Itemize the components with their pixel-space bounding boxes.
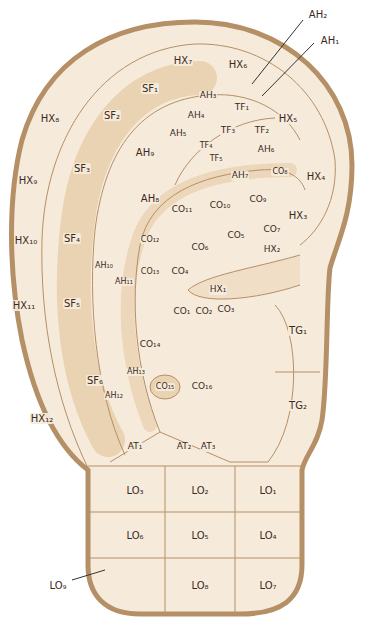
region-code: LO₅ [190, 530, 209, 541]
region-code: CO₁₅ [155, 383, 175, 392]
region-code: SF₁ [141, 83, 159, 94]
region-code: CO₁₃ [140, 268, 160, 277]
region-code: LO₆ [125, 530, 144, 541]
tragus-divider [275, 372, 320, 373]
region-code: SF₄ [63, 233, 81, 244]
region-code: AH₄ [187, 111, 206, 121]
region-code: AT₃ [200, 442, 217, 452]
region-code: CO₄ [171, 267, 190, 277]
callout-label: AH₁ [320, 35, 340, 46]
region-code: TF₁ [234, 103, 250, 113]
region-code: LO₁ [258, 485, 277, 496]
concha-circle [150, 375, 180, 399]
region-code: AH₆ [257, 145, 276, 155]
scapha-boundary [93, 95, 300, 455]
region-code: LO₈ [190, 580, 209, 591]
region-code: CO₁ [173, 307, 192, 317]
helix-boundary [42, 44, 336, 468]
region-code: HX₄ [306, 171, 326, 182]
region-code: TG₂ [288, 400, 308, 411]
leader-line [262, 43, 314, 96]
region-code: CO₇ [263, 225, 282, 235]
region-code: HX₁₁ [12, 300, 36, 311]
region-code: HX₁ [209, 285, 228, 295]
region-code: TF₃ [220, 126, 236, 136]
region-code: AH₁₁ [114, 278, 134, 287]
region-code: TF₂ [254, 126, 270, 136]
region-code: CO₁₄ [139, 340, 162, 350]
region-code: CO₆ [191, 243, 210, 253]
region-code: AH₁₂ [104, 392, 124, 401]
region-code: SF₃ [73, 163, 91, 174]
helix-crus [188, 255, 300, 299]
region-code: AH₇ [231, 171, 250, 181]
region-code: HX₉ [18, 175, 38, 186]
antitragus [110, 432, 268, 462]
region-code: CO₁₆ [191, 382, 214, 392]
region-code: HX₇ [173, 55, 193, 66]
ear-outline [12, 22, 353, 614]
region-code: HX₁₀ [14, 235, 38, 246]
region-code: AH₅ [169, 129, 188, 139]
region-code: HX₁₂ [30, 413, 54, 424]
region-code: CO₃ [217, 305, 236, 315]
region-code: AH₁₀ [94, 262, 114, 271]
region-code: SF₆ [86, 375, 104, 386]
region-code: AH₁₃ [126, 368, 146, 377]
region-code: HX₂ [263, 245, 282, 255]
region-code: CO₁₂ [140, 236, 160, 245]
region-code: AT₂ [176, 442, 193, 452]
region-code: HX₆ [228, 59, 248, 70]
region-code: CO₁₁ [171, 205, 194, 215]
antihelix-boundary [135, 170, 305, 432]
leader-line [72, 570, 105, 580]
region-code: AT₁ [127, 442, 144, 452]
region-code: LO₂ [190, 485, 209, 496]
region-code: SF₂ [103, 110, 121, 121]
region-code: HX₈ [40, 113, 60, 124]
region-code: HX₅ [278, 113, 298, 124]
leader-line [252, 20, 303, 84]
region-code: AH₉ [135, 147, 155, 158]
region-code: SF₅ [63, 298, 81, 309]
region-code: CO₅ [227, 231, 246, 241]
region-code: CO₉ [249, 195, 268, 205]
region-code: CO₈ [271, 168, 288, 177]
region-code: LO₇ [258, 580, 277, 591]
region-code: AH₃ [199, 91, 218, 101]
region-code: AH₈ [140, 193, 160, 204]
region-code: LO₄ [258, 530, 277, 541]
callout-label: AH₂ [308, 9, 328, 20]
region-code: CO₁₀ [209, 201, 232, 211]
region-code: HX₃ [288, 210, 308, 221]
crus-boundary [175, 118, 275, 185]
lobe-grid [88, 466, 302, 614]
region-code: LO₃ [125, 485, 144, 496]
region-code: TF₅ [209, 155, 224, 164]
region-code: TG₁ [288, 325, 308, 336]
region-code: CO₂ [195, 307, 214, 317]
region-code: TF₄ [199, 142, 214, 151]
callout-label: LO₉ [48, 580, 67, 591]
